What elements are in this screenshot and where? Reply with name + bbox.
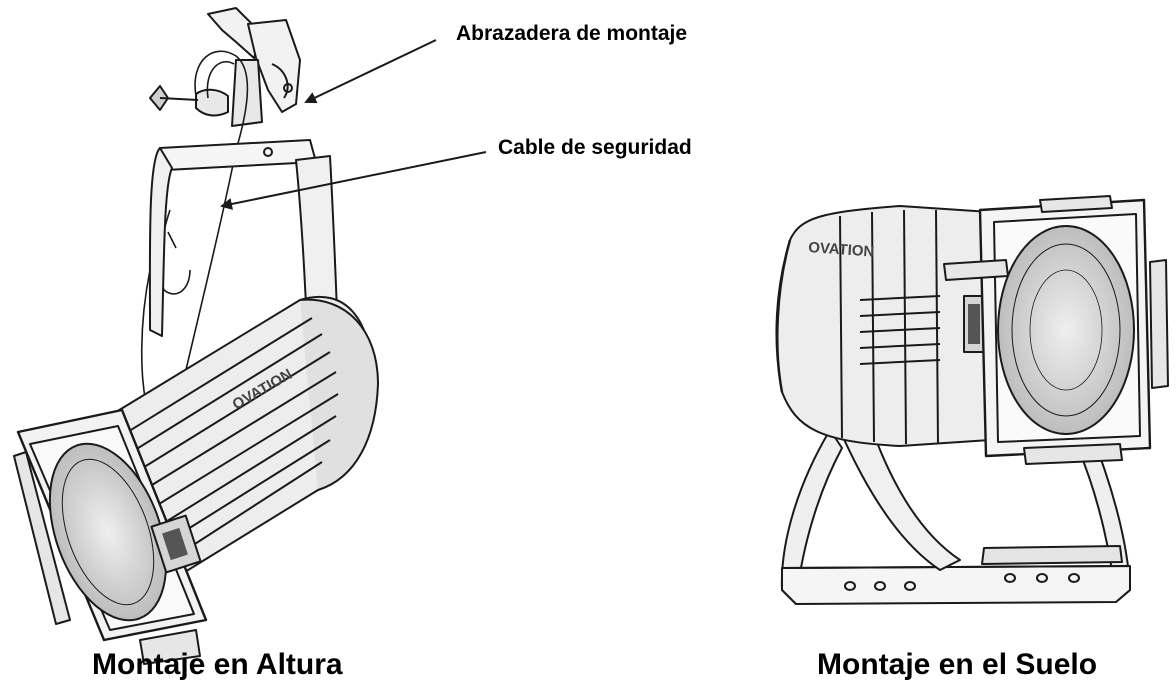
floor-fixture: OVATION (775, 195, 1169, 605)
clamp-label: Abrazadera de montaje (456, 22, 688, 45)
floor-lens (997, 225, 1135, 435)
floor-housing: OVATION (775, 205, 991, 447)
floor-front-frame (943, 195, 1169, 465)
mounting-clamp (149, 7, 301, 127)
floor-brand-mark: OVATION (808, 239, 875, 261)
floor-stand (780, 429, 1131, 605)
safety-cable-label: Cable de seguridad (498, 136, 692, 159)
clamp-callout-arrow (304, 39, 437, 104)
cable-callout-arrow (220, 151, 487, 210)
front-frame (13, 408, 208, 665)
floor-mount-caption: Montaje en el Suelo (817, 648, 1098, 681)
hanging-fixture: OVATION (13, 7, 379, 665)
hanging-mount-caption: Montaje en Altura (92, 648, 343, 681)
hanging-lens (48, 442, 168, 622)
